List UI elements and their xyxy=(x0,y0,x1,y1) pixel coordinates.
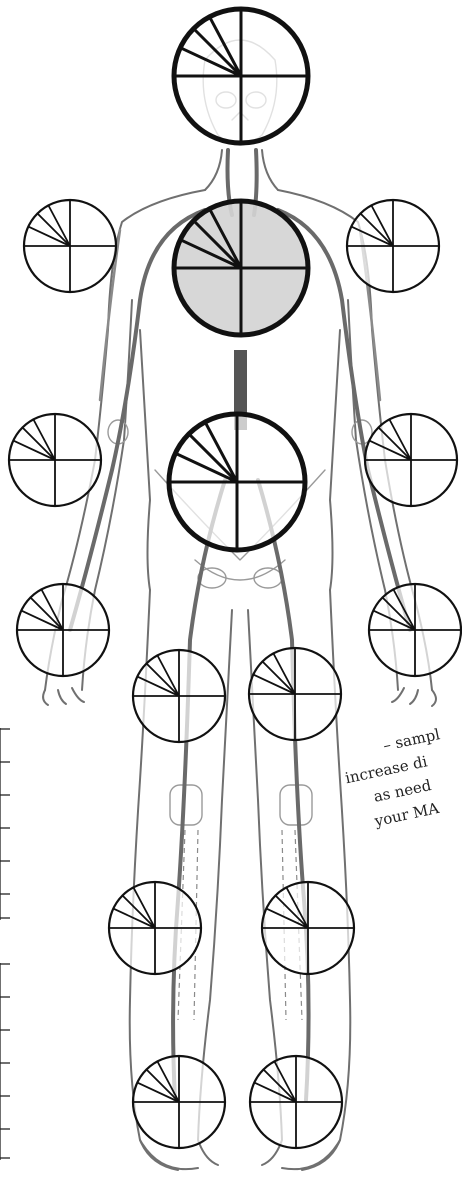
gauge-calf-right xyxy=(262,882,354,974)
annotation: – sampl increase di as need your MA xyxy=(338,725,456,834)
left-table-edges xyxy=(0,728,10,1160)
annotation-line-1: – sampl xyxy=(381,725,441,755)
gauge-elbow-left xyxy=(9,414,101,506)
gauge-upper-arm-left xyxy=(24,200,116,292)
gauges-layer xyxy=(9,9,461,1148)
gauge-ankle-right xyxy=(250,1056,342,1148)
gauge-thigh-left xyxy=(133,650,225,742)
gauge-upper-arm-right xyxy=(347,200,439,292)
gauge-calf-left xyxy=(109,882,201,974)
gauge-elbow-right xyxy=(365,414,457,506)
gauge-chest xyxy=(174,201,308,335)
gauge-head xyxy=(174,9,308,143)
gauge-wrist-left xyxy=(17,584,109,676)
gauge-abdomen xyxy=(169,414,305,550)
gauge-thigh-right xyxy=(249,648,341,740)
gauge-wrist-right xyxy=(369,584,461,676)
gauge-ankle-left xyxy=(133,1056,225,1148)
